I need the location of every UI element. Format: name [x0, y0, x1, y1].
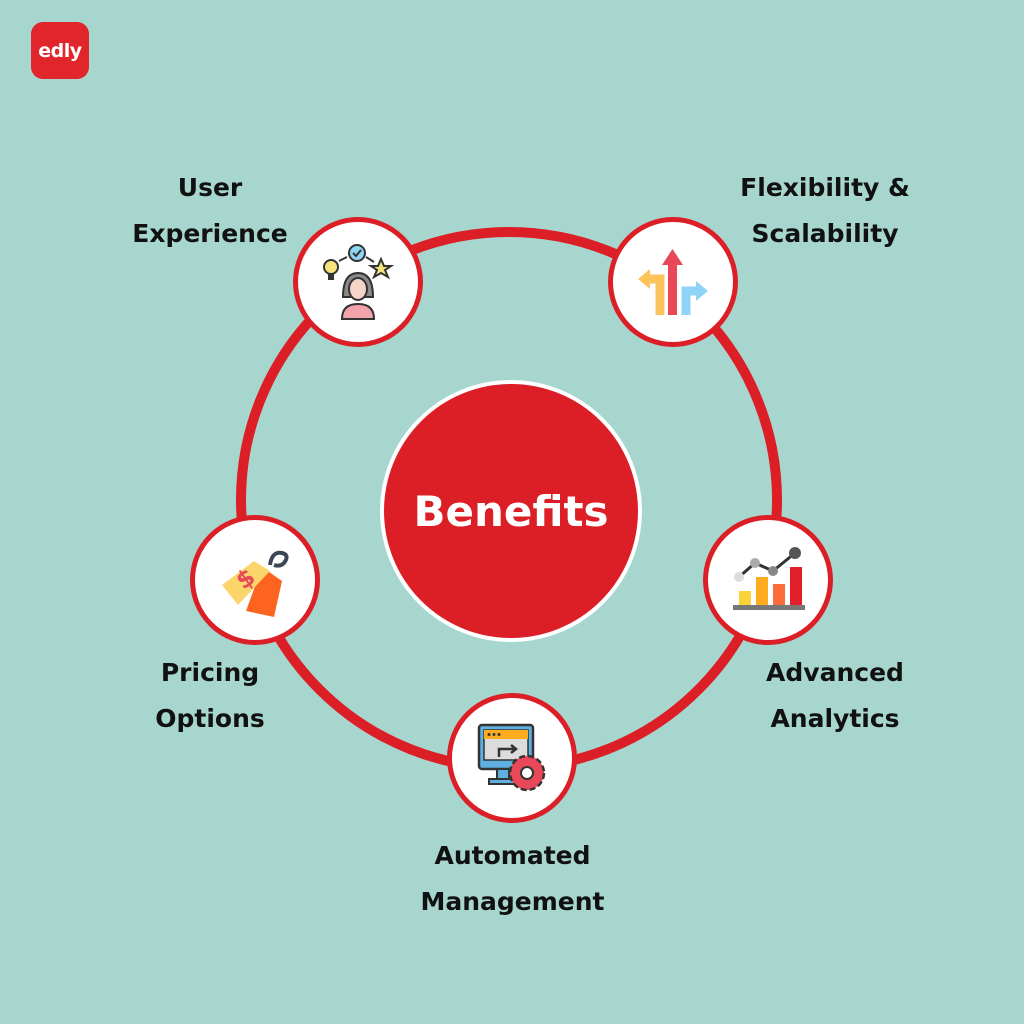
- price-tag-icon: $: [222, 550, 289, 617]
- label-advanced-analytics: Advanced Analytics: [766, 658, 904, 733]
- branching-arrows-icon: [638, 249, 708, 315]
- monitor-gear-icon: [477, 723, 546, 792]
- label-flexibility-scalability: Flexibility & Scalability: [740, 173, 910, 248]
- node-pricing-options: $: [190, 515, 320, 645]
- benefits-center-circle: Benefits: [380, 380, 642, 642]
- label-user-experience: User Experience: [132, 173, 288, 248]
- node-advanced-analytics: [703, 515, 833, 645]
- node-flexibility-scalability: [608, 217, 738, 347]
- edly-logo: edly: [31, 22, 89, 79]
- center-title: Benefits: [413, 486, 609, 536]
- node-user-experience: [293, 217, 423, 347]
- label-automated-management: Automated Management: [420, 841, 605, 916]
- user-ideas-icon: [323, 244, 395, 320]
- bar-line-chart-icon: [733, 547, 805, 610]
- label-pricing-options: Pricing Options: [155, 658, 265, 733]
- node-automated-management: [447, 693, 577, 823]
